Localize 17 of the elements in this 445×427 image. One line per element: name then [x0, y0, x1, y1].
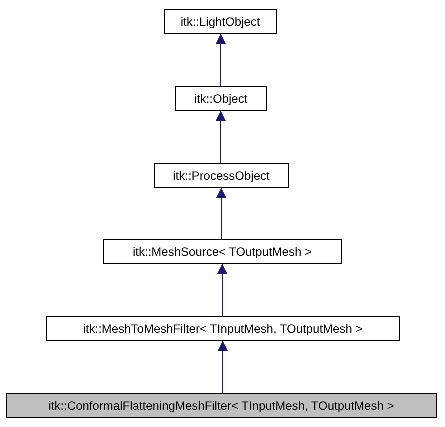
class-box [164, 9, 277, 34]
class-name: itk::MeshToMeshFilter< TInputMesh, TOutputMesh > [83, 322, 363, 336]
class-box [103, 239, 342, 264]
class-box [175, 86, 267, 111]
inheritance-arrow [216, 110, 226, 164]
class-name: itk::MeshSource< TOutputMesh > [133, 244, 312, 258]
class-name: itk::ProcessObject [173, 168, 270, 182]
inheritance-arrow [216, 34, 226, 86]
class-name: itk::ConformalFlatteningMeshFilter< TInputMesh, TOutputMesh > [48, 398, 394, 412]
inheritance-arrow [216, 188, 226, 240]
class-name: itk::Object [194, 92, 248, 106]
inheritance-arrow [218, 264, 228, 316]
class-name: itk::LightObject [180, 14, 260, 28]
inheritance-arrow [218, 340, 228, 394]
class-box [46, 316, 400, 341]
class-box [154, 163, 289, 188]
class-box [6, 393, 437, 418]
